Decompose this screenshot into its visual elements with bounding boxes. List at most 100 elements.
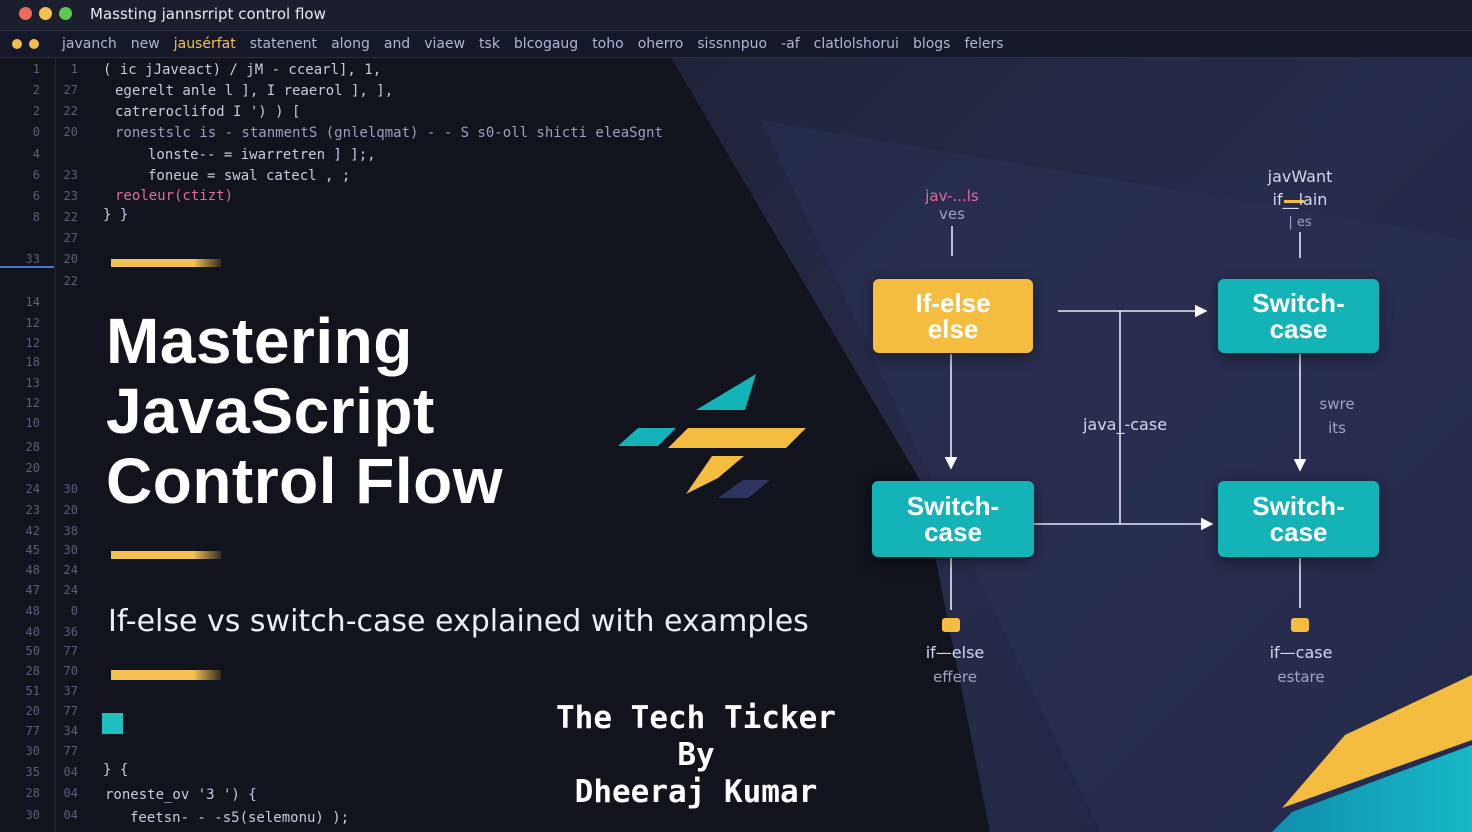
line-number: 12 bbox=[25, 336, 40, 350]
line-number: 04 bbox=[63, 808, 78, 822]
line-number: 45 bbox=[25, 543, 40, 557]
menu-item[interactable]: oherro bbox=[637, 36, 684, 52]
box-label: Switch- bbox=[1252, 491, 1345, 521]
line-number: 27 bbox=[63, 83, 78, 97]
title-line: Mastering bbox=[106, 305, 413, 377]
line-number: 77 bbox=[63, 744, 78, 758]
line-number: 20 bbox=[63, 503, 78, 517]
window-title: Massting jannsrript control flow bbox=[90, 5, 326, 23]
menu-item[interactable]: -af bbox=[781, 36, 800, 52]
menu-item[interactable]: and bbox=[383, 36, 411, 52]
code-line: roneste_ov '3 ') { bbox=[105, 787, 257, 803]
menu-item[interactable]: viaew bbox=[424, 36, 466, 52]
menu-item[interactable]: blcogaug bbox=[513, 36, 579, 52]
line-number: 30 bbox=[63, 482, 78, 496]
line-number: 38 bbox=[63, 524, 78, 538]
menu-item[interactable]: javanch bbox=[62, 36, 117, 52]
label-highlight bbox=[1284, 200, 1304, 203]
line-number: 0 bbox=[70, 604, 78, 618]
line-number: 47 bbox=[25, 583, 40, 597]
line-number: 77 bbox=[63, 644, 78, 658]
code-line: reoleur(ctizt) bbox=[115, 188, 234, 204]
menu-item[interactable]: tsk bbox=[479, 36, 500, 52]
code-line: foneue = swal catecl , ; bbox=[148, 168, 351, 184]
minimize-window-button[interactable] bbox=[39, 7, 52, 20]
flow-label-bottom-right: if—case estare bbox=[1269, 643, 1333, 686]
logo-mark bbox=[618, 374, 806, 498]
line-number: 1 bbox=[70, 62, 78, 76]
menu-item[interactable]: new bbox=[130, 36, 160, 52]
box-label: Switch- bbox=[1252, 288, 1345, 318]
flow-box-switch-case: Switch-case bbox=[1218, 481, 1379, 557]
menu-item[interactable]: clatlolshorui bbox=[813, 36, 899, 52]
close-window-button[interactable] bbox=[19, 7, 32, 20]
maximize-window-button[interactable] bbox=[59, 7, 72, 20]
line-number: 22 bbox=[63, 210, 78, 224]
menu-item[interactable]: toho bbox=[592, 36, 624, 52]
menu-item[interactable]: along bbox=[331, 36, 370, 52]
code-line: catreroclifod I ') ) [ bbox=[115, 104, 301, 120]
line-number: 20 bbox=[25, 704, 40, 718]
line-number: 20 bbox=[25, 461, 40, 475]
title-line: JavaScript bbox=[106, 375, 435, 447]
line-number: 0 bbox=[32, 125, 40, 139]
code-line: } { bbox=[103, 762, 129, 778]
box-label: case bbox=[1269, 314, 1328, 344]
menu-item[interactable]: sissnnpuo bbox=[697, 36, 768, 52]
code-line: lonste-- = iwarretren ] ];, bbox=[148, 147, 376, 163]
yellow-corner-stripe bbox=[1282, 675, 1472, 808]
flow-label-bottom-left: if—else effere bbox=[925, 643, 985, 686]
line-number: 22 bbox=[63, 104, 78, 118]
line-number: 04 bbox=[63, 765, 78, 779]
line-number: 2 bbox=[32, 83, 40, 97]
line-number: 42 bbox=[25, 524, 40, 538]
line-number: 20 bbox=[63, 125, 78, 139]
line-number: 10 bbox=[25, 416, 40, 430]
current-line-indicator bbox=[0, 266, 54, 268]
line-number: 24 bbox=[63, 583, 78, 597]
page-title: Mastering JavaScript Control Flow bbox=[106, 306, 503, 516]
menu-bar: javanch new jausérfat statenent along an… bbox=[0, 31, 1472, 58]
line-number: 23 bbox=[25, 503, 40, 517]
menu-item-active[interactable]: jausérfat bbox=[173, 36, 236, 52]
line-number: 30 bbox=[25, 744, 40, 758]
line-number: 6 bbox=[32, 189, 40, 203]
line-number: 27 bbox=[63, 231, 78, 245]
menu-item[interactable]: felers bbox=[964, 36, 1004, 52]
line-number: 51 bbox=[25, 684, 40, 698]
line-number: 48 bbox=[25, 563, 40, 577]
line-number: 77 bbox=[25, 724, 40, 738]
line-number: 22 bbox=[63, 274, 78, 288]
menu-items: javanch new jausérfat statenent along an… bbox=[62, 36, 1004, 52]
line-number: 20 bbox=[63, 252, 78, 266]
line-number: 28 bbox=[25, 664, 40, 678]
accent-bar bbox=[111, 551, 221, 559]
line-number: 4 bbox=[32, 147, 40, 161]
line-number: 34 bbox=[63, 724, 78, 738]
line-number: 50 bbox=[25, 644, 40, 658]
line-number: 12 bbox=[25, 316, 40, 330]
menu-item[interactable]: statenent bbox=[249, 36, 318, 52]
box-label: Switch- bbox=[906, 491, 1000, 521]
flow-label-right-mid: swre its bbox=[1319, 395, 1355, 437]
teal-square-decoration bbox=[102, 713, 123, 734]
status-dot-icon bbox=[29, 39, 39, 49]
code-line: ronestslc is - stanmentS (gnlelqmat) - -… bbox=[115, 125, 663, 141]
gutter-divider bbox=[55, 57, 56, 832]
line-number: 40 bbox=[25, 625, 40, 639]
line-number: 2 bbox=[32, 104, 40, 118]
line-number: 23 bbox=[63, 168, 78, 182]
menu-item[interactable]: blogs bbox=[912, 36, 951, 52]
code-line: ( ic jJaveact) / jM - ccearl], 1, bbox=[103, 62, 382, 78]
line-number: 28 bbox=[25, 440, 40, 454]
subtitle: If-else vs switch-case explained with ex… bbox=[108, 604, 809, 639]
line-number: 77 bbox=[63, 704, 78, 718]
line-number: 8 bbox=[32, 210, 40, 224]
credit-line: The Tech Ticker bbox=[556, 700, 836, 736]
title-line: Control Flow bbox=[106, 445, 504, 517]
line-number: 70 bbox=[63, 664, 78, 678]
flow-box-switch-case: Switch-case bbox=[872, 481, 1034, 557]
line-number: 18 bbox=[25, 355, 40, 369]
box-label: If-else bbox=[915, 288, 991, 318]
